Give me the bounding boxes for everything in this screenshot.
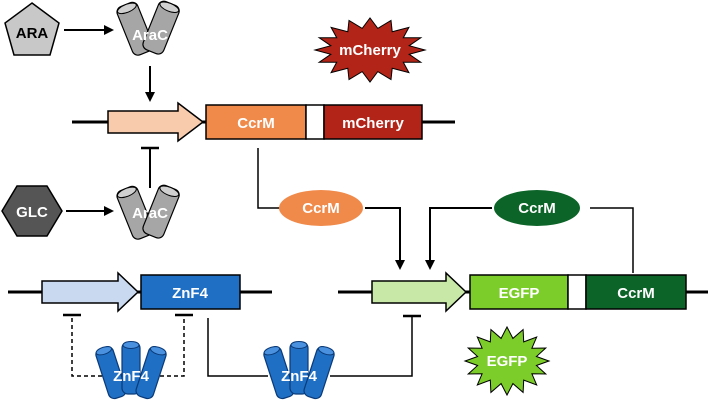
egfp-construct: EGFP CcrM: [338, 271, 708, 313]
znf4-dashed-feedback: [63, 313, 193, 377]
ccrm-gene-label: CcrM: [237, 115, 275, 132]
znf4-protein-left: ZnF4: [95, 341, 167, 400]
arac-top-protein: AraC: [116, 0, 180, 56]
arac-top-label: AraC: [132, 27, 168, 44]
ara-label: ARA: [16, 25, 49, 42]
ccrm-right-gene-label: CcrM: [617, 285, 655, 302]
mcherry-gene-box: [323, 104, 423, 140]
mcherry-gene-label: mCherry: [342, 115, 404, 132]
znf4-expression-line: [207, 318, 268, 377]
ccrm-green-oval: CcrM: [494, 190, 580, 226]
arac-bottom-protein: AraC: [116, 184, 180, 240]
mcherry-product-star: mCherry: [313, 17, 427, 83]
znf4-repression-line: [330, 316, 413, 377]
egfp-star-label: EGFP: [487, 353, 528, 370]
ccrm-green-expression-line: [590, 207, 634, 273]
arabinose-promoter: [107, 101, 205, 143]
ccrm-orange-label: CcrM: [302, 200, 340, 217]
znf4-protein-center: ZnF4: [263, 341, 335, 400]
znf4-center-label: ZnF4: [281, 368, 317, 385]
ccrm-right-gene-box: [585, 274, 687, 310]
ccrm-orange-oval: CcrM: [279, 190, 363, 226]
ccrm-gene-box: [205, 104, 307, 140]
glc-inducer: GLC: [1, 185, 63, 237]
egfp-product-star: EGFP: [463, 325, 551, 397]
znf4-left-label: ZnF4: [113, 368, 149, 385]
arac-bottom-label: AraC: [132, 205, 168, 222]
linker-spacer-right: [567, 274, 587, 310]
ccrm-orange-activation-arrow: [365, 207, 405, 270]
znf4-gene-box: [140, 274, 241, 310]
znf4-construct: ZnF4: [8, 271, 272, 313]
ccrm-green-activation-arrow: [425, 207, 492, 270]
egfp-promoter: [371, 271, 468, 313]
znf4-gene-label: ZnF4: [172, 285, 208, 302]
glc-label: GLC: [16, 204, 48, 221]
top-construct: CcrM mCherry: [72, 101, 455, 143]
znf-promoter: [41, 271, 140, 313]
ccrm-expression-line: [257, 148, 285, 209]
mcherry-star-label: mCherry: [339, 42, 401, 59]
egfp-gene-label: EGFP: [499, 285, 540, 302]
linker-spacer-top: [305, 104, 325, 140]
ccrm-green-label: CcrM: [518, 200, 556, 217]
ara-inducer: ARA: [4, 2, 60, 56]
